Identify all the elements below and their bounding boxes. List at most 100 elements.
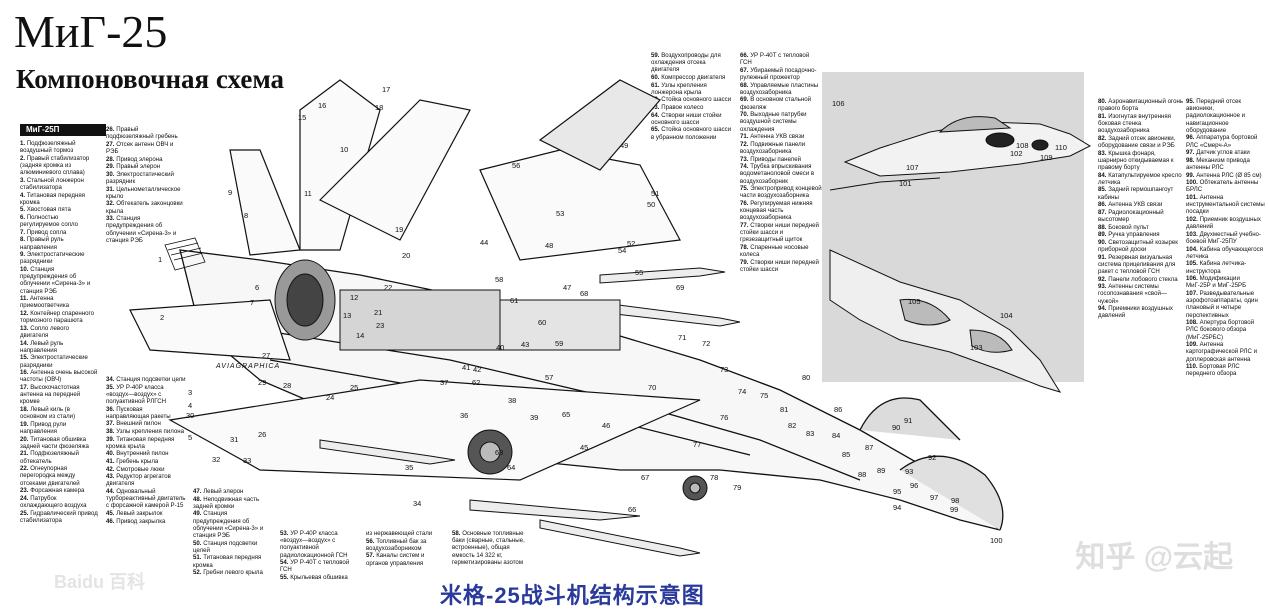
callout-number: 103 bbox=[970, 343, 983, 352]
legend-entry: 64. Створки ниши стойки основного шасси bbox=[651, 112, 733, 126]
legend-entry-text: Задний гермошпангоут кабины bbox=[1098, 186, 1174, 201]
legend-entry-text: Смотровые люки bbox=[116, 465, 165, 473]
legend-entry-number: 37. bbox=[106, 420, 115, 428]
legend-entry-text: В основном стальной фюзеляж bbox=[740, 96, 812, 111]
legend-entry: 93. Антенны системы госопознавания «свой… bbox=[1098, 283, 1184, 305]
legend-entry-number: 17. bbox=[20, 383, 29, 391]
legend-entry: 6. Полностью регулируемое сопло bbox=[20, 214, 98, 228]
callout-number: 73 bbox=[720, 365, 728, 374]
legend-entry-number: 54. bbox=[280, 559, 289, 567]
callout-number: 76 bbox=[720, 413, 728, 422]
legend-entry-text: Правое колесо bbox=[661, 103, 704, 111]
legend-entry-text: Крышка фонаря, шарнирно откидываемая к п… bbox=[1098, 149, 1174, 171]
legend-entry-text: Левый руль направления bbox=[20, 339, 64, 354]
legend-entry-number: 51. bbox=[193, 554, 202, 562]
callout-number: 55 bbox=[635, 268, 643, 277]
legend-entry-number: 83. bbox=[1098, 149, 1107, 157]
legend-entry-text: Приводы панелей bbox=[750, 155, 802, 163]
legend-entry-text: Антенна очень высокой частоты (ОВЧ) bbox=[20, 369, 98, 384]
callout-number: 40 bbox=[496, 343, 504, 352]
legend-entry-number: 47. bbox=[193, 488, 202, 495]
legend-entry-text: Катапультируемое кресло летчика bbox=[1098, 171, 1182, 186]
legend-entry-number: 110. bbox=[1186, 363, 1198, 371]
legend-entry-number: 36. bbox=[106, 405, 115, 413]
legend-entry-number: 93. bbox=[1098, 283, 1107, 291]
legend-entry: 48. Неподвижная часть задней кромки bbox=[193, 496, 271, 510]
legend-entry-text: Панели лобового стекла bbox=[1108, 275, 1178, 283]
legend-entry-text: Правый стабилизатор (задняя кромка из ал… bbox=[20, 154, 90, 177]
legend-entry-text: Обтекатель антенны БРЛС bbox=[1186, 179, 1259, 194]
legend-entry-text: Антенна УКВ связи bbox=[1108, 201, 1163, 209]
callout-number: 90 bbox=[892, 423, 900, 432]
legend-entry-text: Створки ниши стойки основного шасси bbox=[651, 111, 722, 126]
legend-entry-number: 19. bbox=[20, 420, 29, 428]
legend-entry: 84. Катапультируемое кресло летчика bbox=[1098, 172, 1184, 186]
legend-entry-text: Приемник воздушных давлений bbox=[1186, 215, 1261, 231]
callout-number: 18 bbox=[375, 103, 383, 112]
legend-entry-text: Привод рули направления bbox=[20, 420, 67, 435]
legend-entry-text: Гидравлический привод стабилизатора bbox=[20, 509, 98, 524]
legend-entry-number: 44. bbox=[106, 487, 115, 495]
legend-entry: 104. Кабина обучающегося летчика bbox=[1186, 246, 1266, 260]
legend-entry-number: 68. bbox=[740, 81, 749, 89]
legend-entry: 36. Пусковая направляющая ракеты bbox=[106, 406, 186, 420]
callout-number: 66 bbox=[628, 505, 636, 514]
legend-entry-text: Узлы крепления пилона bbox=[116, 427, 184, 435]
legend-entry-text: Левый закрылок bbox=[116, 509, 163, 517]
callout-number: 89 bbox=[877, 466, 885, 475]
legend-entry-text: Антенны системы госопознавания «свой—чуж… bbox=[1098, 283, 1167, 305]
legend-entry: 31. Цельнометаллическое крыло bbox=[106, 186, 186, 200]
legend-entry-text: Выходные патрубки воздушной системы охла… bbox=[740, 111, 807, 133]
callout-number: 72 bbox=[702, 339, 710, 348]
callout-number: 45 bbox=[580, 443, 588, 452]
legend-entry: 66. УР Р-40Т с тепловой ГСН bbox=[740, 52, 822, 66]
callout-number: 47 bbox=[563, 283, 571, 292]
legend-entry-text: Каналы систем и органов управления bbox=[366, 552, 425, 567]
legend-entry: 107. Разведывательные аэрофотоаппараты, … bbox=[1186, 290, 1266, 319]
callout-number: 102 bbox=[1010, 149, 1023, 158]
legend-column-5: 53. УР Р-40Р класса «воздух—воздух» с по… bbox=[280, 530, 356, 582]
legend-entry-text: Топливный бак за воздухозаборником bbox=[366, 537, 427, 552]
callout-number: 65 bbox=[562, 410, 570, 419]
legend-entry-number: 63. bbox=[651, 103, 660, 111]
legend-entry: 65. Стойка основного шасси в убранном по… bbox=[651, 126, 733, 140]
legend-entry-text: Неподвижная часть задней кромки bbox=[193, 495, 260, 510]
callout-number: 31 bbox=[230, 435, 238, 444]
legend-entry-text: Внешний пилон bbox=[116, 420, 161, 428]
callout-number: 50 bbox=[647, 200, 655, 209]
callout-number: 9 bbox=[228, 188, 232, 197]
legend-entry-number: 109. bbox=[1186, 341, 1198, 349]
callout-number: 32 bbox=[212, 455, 220, 464]
legend-entry-number: 64. bbox=[651, 111, 660, 119]
legend-entry-number: 33. bbox=[106, 215, 115, 223]
two-seat-inset bbox=[822, 72, 1092, 212]
callout-number: 15 bbox=[298, 113, 306, 122]
callout-number: 56 bbox=[512, 161, 520, 170]
legend-entry: 18. Левый киль (в основном из стали) bbox=[20, 406, 98, 420]
callout-number: 58 bbox=[495, 275, 503, 284]
legend-entry-text: Кабина обучающегося летчика bbox=[1186, 245, 1263, 260]
legend-entry-text: Подфюзеляжный обтекатель bbox=[20, 450, 79, 465]
legend-entry-text: Левый элерон bbox=[203, 488, 244, 495]
callout-number: 44 bbox=[480, 238, 488, 247]
legend-entry-number: 106. bbox=[1186, 275, 1198, 283]
legend-entry-number: 3. bbox=[20, 176, 26, 184]
legend-entry: 5. Хвостовая пята bbox=[20, 206, 98, 213]
callout-number: 75 bbox=[760, 391, 768, 400]
callout-number: 101 bbox=[899, 179, 912, 188]
legend-entry: 17. Высокочастотная антенна на передней … bbox=[20, 384, 98, 406]
legend-entry: 70. Выходные патрубки воздушной системы … bbox=[740, 111, 822, 133]
legend-entry-number: 52. bbox=[193, 569, 202, 577]
legend-entry: 39. Титановая передняя кромка крыла bbox=[106, 436, 186, 450]
legend-entry: 80. Аэронавигационный огонь правого борт… bbox=[1098, 98, 1184, 112]
callout-number: 33 bbox=[243, 456, 251, 465]
legend-entry-number: 66. bbox=[740, 52, 749, 59]
legend-entry: 88. Боковой пульт bbox=[1098, 224, 1184, 231]
legend-entry-text: Форсажная камера bbox=[30, 487, 85, 495]
legend-entry-text: Правый подфюзеляжный гребень bbox=[106, 126, 178, 141]
callout-number: 26 bbox=[258, 430, 266, 439]
legend-entry: 20. Титановая обшивка задней части фюзел… bbox=[20, 436, 98, 450]
legend-entry-number: 5. bbox=[20, 206, 26, 214]
legend-entry-number: 23. bbox=[20, 487, 29, 495]
detail-panel bbox=[164, 237, 206, 271]
